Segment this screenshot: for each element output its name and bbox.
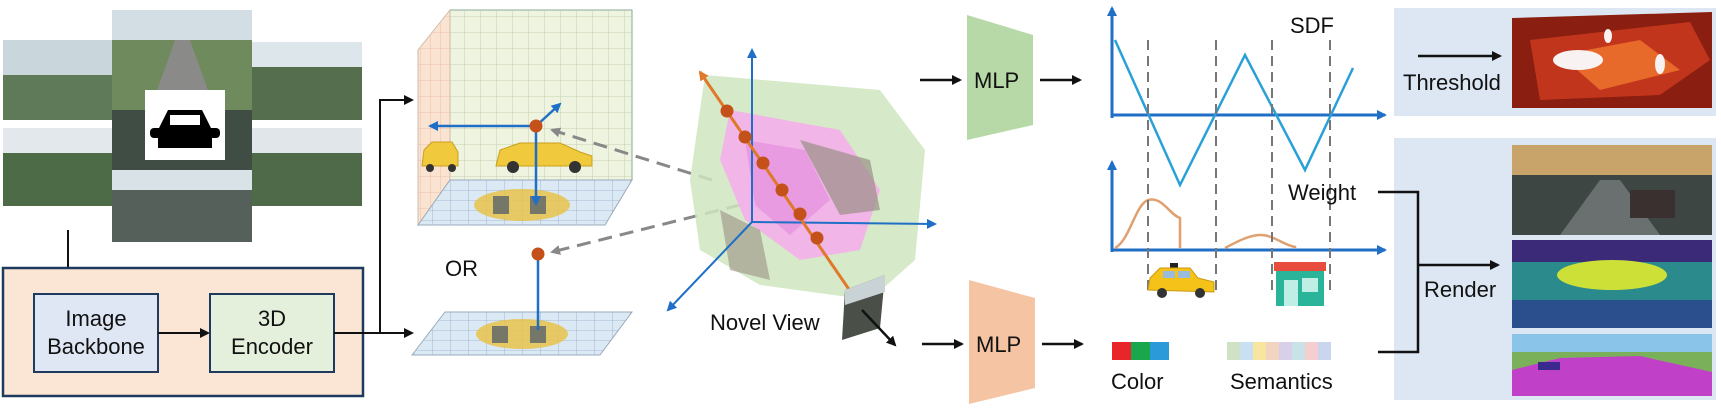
depth-render bbox=[1512, 240, 1712, 328]
3d-encoder-box bbox=[209, 293, 335, 373]
render-label: Render bbox=[1424, 277, 1497, 302]
image-backbone-box bbox=[33, 293, 159, 373]
car-icon bbox=[476, 319, 568, 349]
car-icon bbox=[421, 141, 459, 172]
mlp-top bbox=[967, 15, 1033, 140]
input-camera-images bbox=[3, 10, 362, 242]
3d-feature-volume bbox=[417, 8, 633, 227]
semantic-swatch bbox=[1266, 342, 1279, 360]
mlp-top-label: MLP bbox=[974, 68, 1020, 93]
novel-view-label: Novel View bbox=[710, 310, 820, 335]
sdf-label: SDF bbox=[1290, 13, 1334, 38]
semantic-swatch bbox=[1253, 342, 1266, 360]
semantic-swatch bbox=[1279, 342, 1292, 360]
semantic-swatch bbox=[1227, 342, 1240, 360]
shop-icon bbox=[1274, 262, 1326, 306]
dashed-guides bbox=[1147, 40, 1331, 292]
sdf-mesh-render bbox=[1512, 12, 1712, 108]
car-icon bbox=[495, 142, 593, 173]
taxi-icon bbox=[1147, 263, 1215, 298]
sdf-plot bbox=[1107, 6, 1387, 188]
semantic-swatches bbox=[1227, 342, 1331, 360]
mlp-bottom-label: MLP bbox=[976, 332, 1022, 357]
color-label: Color bbox=[1111, 369, 1164, 394]
weight-label: Weight bbox=[1288, 180, 1357, 205]
semantics-label: Semantics bbox=[1230, 369, 1333, 394]
weight-plot bbox=[1107, 160, 1387, 255]
semantic-swatch bbox=[1305, 342, 1318, 360]
color-swatches bbox=[1112, 342, 1169, 360]
semantic-swatch bbox=[1240, 342, 1253, 360]
mlp-bottom bbox=[969, 280, 1035, 404]
rgb-render bbox=[1512, 145, 1712, 235]
car-icon bbox=[474, 189, 570, 221]
semantic-swatch bbox=[1292, 342, 1305, 360]
semantic-swatch bbox=[1318, 342, 1331, 360]
scene-point-cloud bbox=[666, 48, 937, 347]
semantic-render bbox=[1512, 334, 1712, 396]
bev-plane bbox=[410, 247, 633, 356]
or-label: OR bbox=[445, 256, 478, 281]
threshold-label: Threshold bbox=[1403, 70, 1501, 95]
